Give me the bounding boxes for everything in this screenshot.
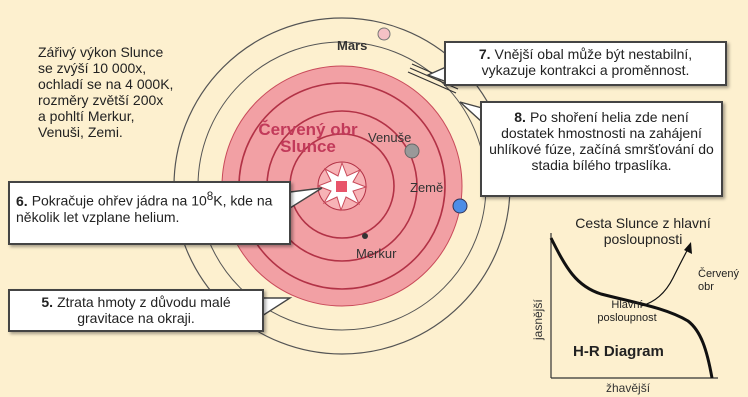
callout-5-number: 5. [41,294,53,310]
earth-planet [453,199,467,213]
hr-main-sequence-label: Hlavní posloupnost [587,299,667,325]
flash-center [336,181,347,192]
red-giant-title: Červený obr Slunce [243,121,373,155]
callout-6: 6.Pokračuje ohřev jádra na 108K, kde na … [8,181,291,245]
callout-8-number: 8. [514,109,526,125]
intro-text: Zářivý výkon Slunce se zvýší 10 000x, oc… [38,44,208,140]
callout-5-pointer [262,298,290,316]
callout-7-text: Vnější obal může být nestabilní, vykazuj… [482,46,693,78]
mercury-label: Merkur [356,246,396,261]
venus-label: Venuše [368,130,411,145]
sun-path-curve [641,247,689,306]
callout-7-number: 7. [479,46,491,62]
callout-6-number: 6. [16,193,28,209]
callout-8: 8.Po shoření helia zde není dostatek hmo… [480,101,723,197]
mercury-planet [362,233,368,239]
hr-y-axis-label: jasnější [531,299,545,340]
callout-7: 7.Vnější obal může být nestabilní, vykaz… [444,41,727,86]
mars-planet [378,28,390,40]
callout-8-pointer [460,102,482,122]
callout-5: 5.Ztrata hmoty z důvodu malé gravitace n… [8,289,264,332]
mars-label: Mars [337,38,367,53]
hr-x-axis-label: žhavější [606,381,650,395]
hr-title: Cesta Slunce z hlavní posloupnosti [568,215,718,247]
callout-5-text: Ztrata hmoty z důvodu malé gravitace na … [57,294,231,326]
earth-label: Země [410,180,443,195]
callout-6-text-a: Pokračuje ohřev jádra na 10 [32,193,207,209]
hr-red-giant-label: Červený obr [698,268,748,294]
venus-planet [405,144,419,158]
hr-diagram-label: H-R Diagram [573,343,664,360]
